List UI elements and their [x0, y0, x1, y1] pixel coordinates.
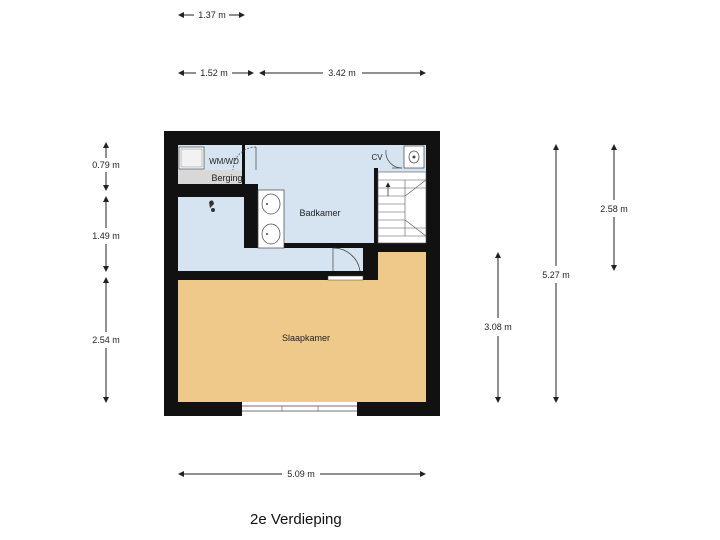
washing-machine-icon	[178, 146, 205, 170]
room-slaapkamer	[178, 280, 426, 402]
dim-top-1: 1.37 m	[198, 10, 226, 20]
label-berging: Berging	[211, 173, 242, 183]
stairs	[377, 171, 427, 244]
label-badkamer: Badkamer	[299, 208, 340, 218]
dim-right-2: 5.27 m	[542, 270, 570, 280]
shower-head-icon	[209, 200, 215, 212]
dim-left-3: 2.54 m	[92, 335, 120, 345]
dimension-lines	[103, 12, 617, 477]
dim-left-1: 0.79 m	[92, 160, 120, 170]
dim-right-3: 2.58 m	[600, 204, 628, 214]
dimension-labels: 1.37 m 1.52 m 3.42 m 0.79 m 1.49 m 2.54 …	[92, 10, 628, 479]
door-sill	[327, 275, 364, 281]
door-swings	[232, 146, 403, 272]
interior-walls	[178, 145, 426, 280]
dim-top-2b: 3.42 m	[328, 68, 356, 78]
dim-right-1: 3.08 m	[484, 322, 512, 332]
window	[242, 402, 357, 416]
toilet-icon	[403, 145, 425, 169]
label-wm-wd: WM/WD	[209, 157, 239, 166]
room-badkamer-lower	[244, 248, 371, 271]
dim-left-2: 1.49 m	[92, 231, 120, 241]
floor-title: 2e Verdieping	[250, 511, 342, 528]
room-berging	[178, 170, 242, 184]
room-badkamer-left	[178, 197, 244, 271]
room-slaapkamer-nook	[378, 252, 426, 282]
dim-bottom: 5.09 m	[287, 469, 315, 479]
washbasin-icon	[257, 189, 285, 249]
label-cv: CV	[371, 153, 383, 162]
dim-top-2a: 1.52 m	[200, 68, 228, 78]
label-slaapkamer: Slaapkamer	[282, 333, 330, 343]
